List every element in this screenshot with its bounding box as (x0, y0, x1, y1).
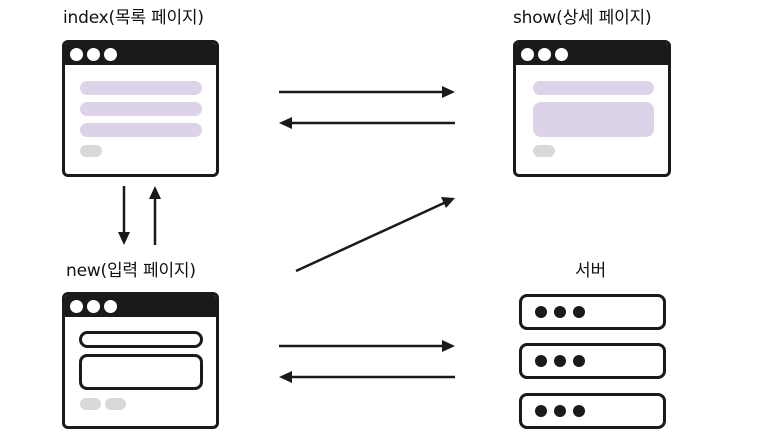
arrow-show-to-index (279, 117, 455, 129)
server-unit (519, 294, 666, 330)
detail-title-bar (533, 81, 654, 95)
list-item-bar (80, 123, 202, 137)
detail-content-block (533, 102, 654, 137)
window-dot-icon (104, 47, 117, 61)
server-led-icon (535, 355, 547, 367)
server-label: 서버 (575, 261, 606, 281)
list-item-bar (80, 81, 202, 95)
show-page-window (513, 40, 671, 177)
server-led-icon (535, 405, 547, 417)
index-page-window (62, 40, 219, 177)
server-led-icon (535, 306, 547, 318)
arrow-index-to-new (118, 186, 130, 245)
new-page-window (62, 292, 219, 429)
button-pill (80, 398, 101, 410)
list-item-bar (80, 102, 202, 116)
arrow-index-to-show (279, 86, 455, 98)
server-led-icon (573, 355, 585, 367)
server-led-icon (554, 355, 566, 367)
window-dot-icon (87, 299, 100, 313)
server-led-icon (573, 306, 585, 318)
show-page-label: show(상세 페이지) (513, 8, 652, 28)
title-input-field (79, 331, 203, 348)
window-dot-icon (70, 299, 83, 313)
content-input-field (79, 354, 203, 390)
window-dot-icon (70, 47, 83, 61)
window-dot-icon (555, 47, 568, 61)
window-dot-icon (538, 47, 551, 61)
window-titlebar (516, 43, 668, 65)
server-unit (519, 343, 666, 379)
button-pill (105, 398, 126, 410)
index-page-label: index(목록 페이지) (63, 8, 204, 28)
arrow-new-to-server (279, 340, 455, 352)
arrow-new-to-index (149, 186, 161, 245)
server-unit (519, 393, 666, 429)
arrow-new-to-show (295, 197, 455, 273)
button-pill (80, 145, 102, 157)
window-dot-icon (104, 299, 117, 313)
button-pill (533, 145, 555, 157)
server-led-icon (554, 306, 566, 318)
server-led-icon (573, 405, 585, 417)
window-titlebar (65, 43, 216, 65)
server-led-icon (554, 405, 566, 417)
window-dot-icon (521, 47, 534, 61)
window-dot-icon (87, 47, 100, 61)
arrow-server-to-new (279, 371, 455, 383)
window-titlebar (65, 295, 216, 317)
new-page-label: new(입력 페이지) (66, 261, 196, 281)
